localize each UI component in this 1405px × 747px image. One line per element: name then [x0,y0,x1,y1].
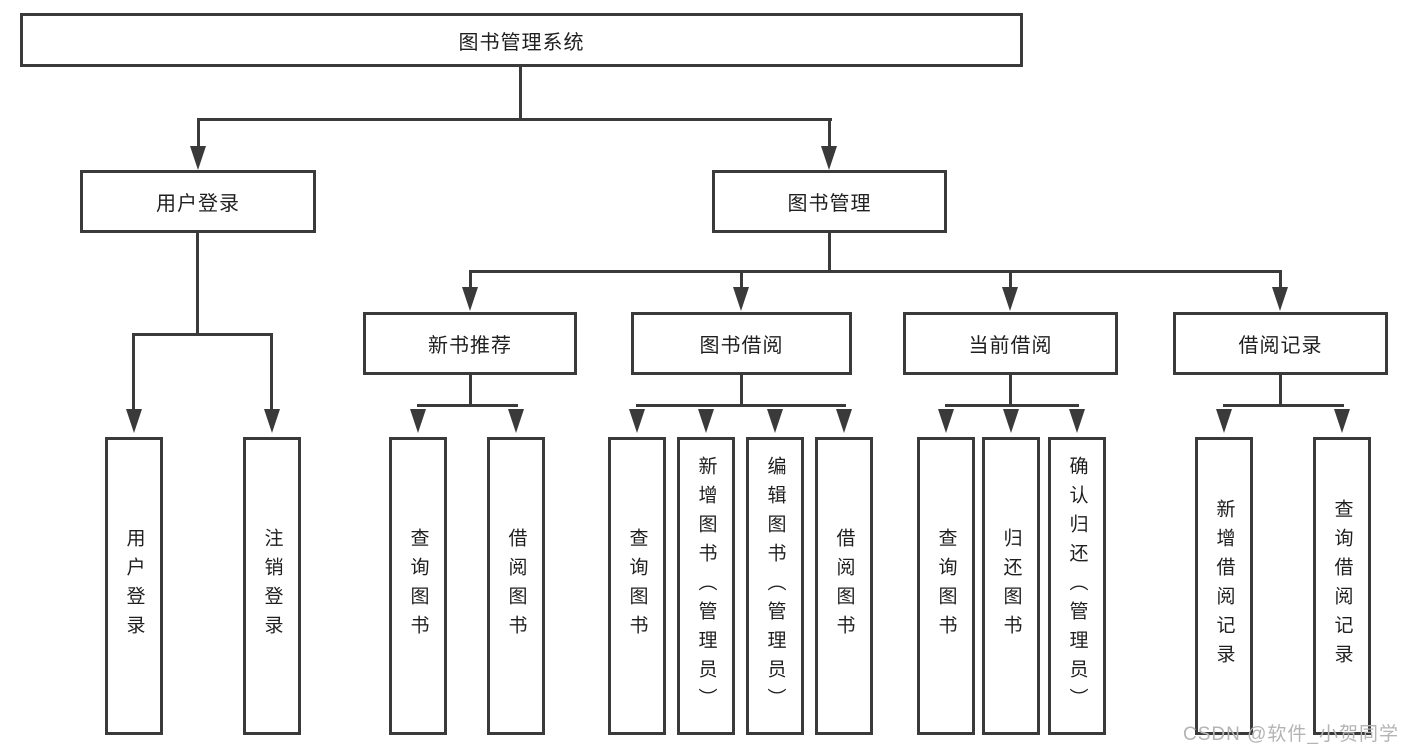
node-borrow-book: 借阅图书 [815,437,873,735]
connector-borrow-record-rail [1223,404,1344,407]
node-query-book-borrow: 查询图书 [608,437,666,735]
arrowhead-logout-leaf [264,409,280,433]
node-confirm-return-admin-label: 确认归还（管理员） [1066,455,1088,717]
connector-current-borrow-rail [945,404,1079,407]
node-add-book-admin: 新增图书（管理员） [677,437,735,735]
node-user-login: 用户登录 [80,170,316,233]
arrowhead-new-book-recommend [462,287,478,311]
arrowhead-current-borrow [1002,287,1018,311]
node-logout-leaf: 注销登录 [243,437,301,735]
arrowhead-book-borrow [733,287,749,311]
connector-new-book-recommend-rail [417,404,518,407]
node-query-book-current: 查询图书 [917,437,975,735]
node-query-book-recommend-label: 查询图书 [407,528,429,644]
connector-root-rail [197,118,832,121]
connector-borrow-record-stem [1279,375,1282,407]
node-query-borrow-record-label: 查询借阅记录 [1331,499,1353,673]
arrowhead-borrow-book [836,409,852,433]
connector-book-borrow-stem [740,375,743,407]
connector-user-login-stem [196,233,199,336]
arrowhead-edit-book-admin [767,409,783,433]
connector-user-login-rail [132,333,273,336]
connector-drop-user-login-leaf [132,333,135,411]
node-user-login-label: 用户登录 [156,193,240,215]
node-borrow-book-recommend: 借阅图书 [487,437,545,735]
arrowhead-return-book [1003,409,1019,433]
arrowhead-book-management [821,146,837,170]
node-add-book-admin-label: 新增图书（管理员） [695,455,717,717]
node-user-login-leaf-label: 用户登录 [123,528,145,644]
node-return-book-label: 归还图书 [1000,528,1022,644]
arrowhead-query-book-current [938,409,954,433]
node-current-borrow: 当前借阅 [903,312,1118,375]
connector-book-management-stem [828,233,831,273]
node-book-borrow-label: 图书借阅 [699,335,784,357]
node-logout-leaf-label: 注销登录 [261,528,283,644]
arrowhead-query-book-borrow [629,409,645,433]
node-query-book-borrow-label: 查询图书 [626,528,648,644]
connector-drop-logout-leaf [270,333,273,411]
node-query-book-recommend: 查询图书 [389,437,447,735]
node-borrow-book-label: 借阅图书 [833,528,855,644]
node-edit-book-admin: 编辑图书（管理员） [746,437,804,735]
connector-book-management-rail [469,270,1282,273]
arrowhead-borrow-record [1272,287,1288,311]
node-return-book: 归还图书 [982,437,1040,735]
node-confirm-return-admin: 确认归还（管理员） [1048,437,1106,735]
connector-drop-new-book-recommend [469,270,472,287]
arrowhead-borrow-book-recommend [508,409,524,433]
arrowhead-add-borrow-record [1216,409,1232,433]
arrowhead-user-login [190,146,206,170]
node-user-login-leaf: 用户登录 [105,437,163,735]
node-add-borrow-record: 新增借阅记录 [1195,437,1253,735]
node-borrow-book-recommend-label: 借阅图书 [505,528,527,644]
connector-drop-book-management [828,118,831,148]
arrowhead-confirm-return-admin [1069,409,1085,433]
node-current-borrow-label: 当前借阅 [968,335,1053,357]
arrowhead-query-borrow-record [1334,409,1350,433]
csdn-watermark: CSDN @软件_小贺同学 [1183,724,1399,745]
connector-root-stem [519,67,522,119]
connector-book-borrow-rail [636,404,846,407]
connector-drop-current-borrow [1009,270,1012,287]
node-root: 图书管理系统 [20,13,1023,67]
arrowhead-add-book-admin [698,409,714,433]
node-edit-book-admin-label: 编辑图书（管理员） [764,455,786,717]
node-borrow-record-label: 借阅记录 [1238,335,1323,357]
arrowhead-query-book-recommend [410,409,426,433]
node-book-borrow: 图书借阅 [631,312,852,375]
node-query-book-current-label: 查询图书 [935,528,957,644]
arrowhead-user-login-leaf [126,409,142,433]
connector-new-book-recommend-stem [469,375,472,407]
node-root-label: 图书管理系统 [458,31,585,54]
node-book-management: 图书管理 [712,170,947,233]
connector-current-borrow-stem [1009,375,1012,407]
node-borrow-record: 借阅记录 [1173,312,1388,375]
node-query-borrow-record: 查询借阅记录 [1313,437,1371,735]
node-new-book-recommend: 新书推荐 [363,312,577,375]
connector-drop-book-borrow [740,270,743,287]
connector-drop-user-login [197,118,200,148]
connector-drop-borrow-record [1279,270,1282,287]
node-add-borrow-record-label: 新增借阅记录 [1213,499,1235,673]
node-new-book-recommend-label: 新书推荐 [428,335,512,357]
node-book-management-label: 图书管理 [787,193,872,215]
